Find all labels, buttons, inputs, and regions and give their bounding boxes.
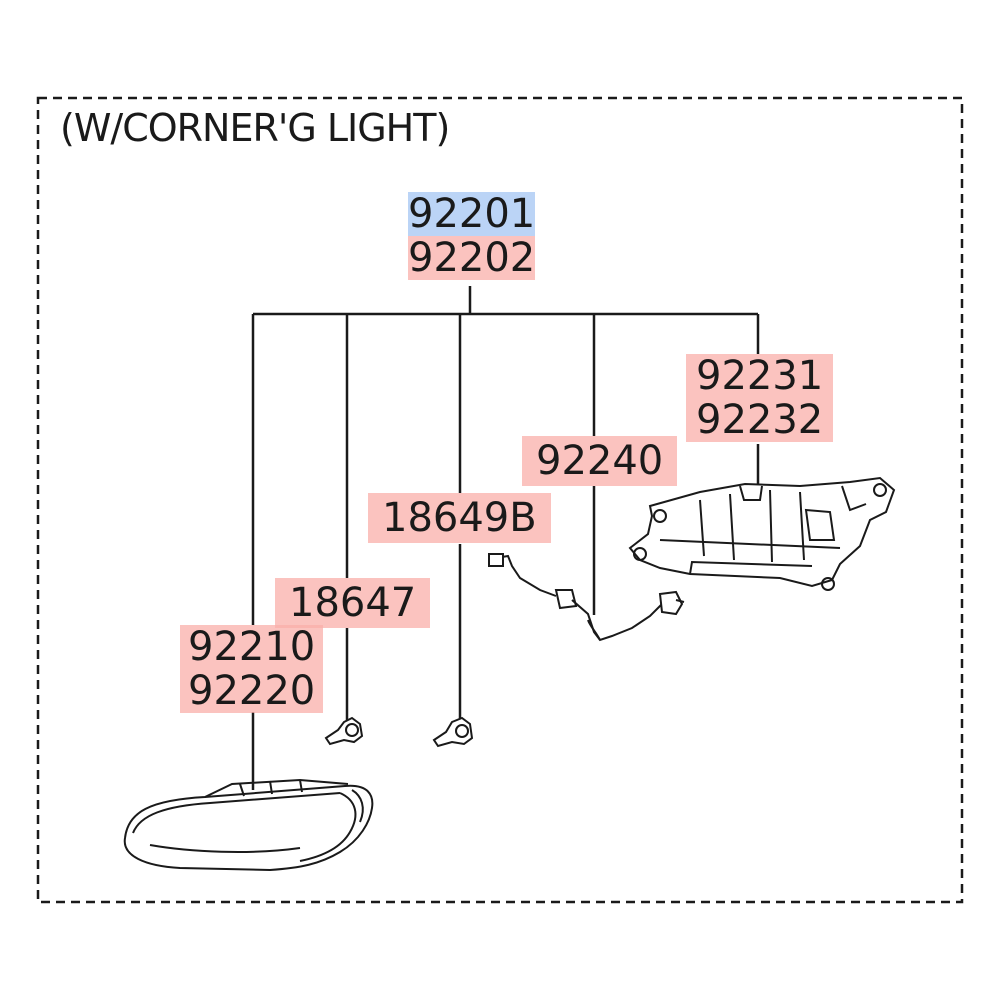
bulb-18647-drawing bbox=[324, 716, 364, 746]
corner-lamp-drawing bbox=[628, 476, 896, 591]
callout-92231-92232[interactable]: 92231 92232 bbox=[686, 354, 834, 442]
part-number-92210[interactable]: 92210 bbox=[180, 625, 324, 669]
part-number-92201[interactable]: 92201 bbox=[408, 191, 536, 237]
bulb-18649b-drawing bbox=[432, 716, 474, 748]
callout-92240[interactable]: 92240 bbox=[522, 436, 678, 486]
wiring-harness-drawing bbox=[488, 553, 685, 642]
callout-92201-92202[interactable]: 92201 92202 bbox=[398, 192, 545, 280]
part-number-18647[interactable]: 18647 bbox=[289, 580, 417, 626]
dashed-frame bbox=[36, 96, 964, 904]
callout-18647[interactable]: 18647 bbox=[275, 578, 431, 628]
callout-92210-92220[interactable]: 92210 92220 bbox=[180, 625, 324, 713]
part-number-92202[interactable]: 92202 bbox=[408, 235, 536, 281]
diagram-title: (W/CORNER'G LIGHT) bbox=[60, 106, 450, 150]
callout-18649b[interactable]: 18649B bbox=[368, 493, 551, 543]
headlamp-assembly-drawing bbox=[123, 778, 374, 872]
part-number-92240[interactable]: 92240 bbox=[536, 438, 664, 484]
part-number-92232[interactable]: 92232 bbox=[686, 398, 834, 442]
part-number-92231[interactable]: 92231 bbox=[686, 354, 834, 398]
part-number-18649b[interactable]: 18649B bbox=[382, 495, 537, 541]
leader-lines bbox=[251, 286, 760, 790]
part-number-92220[interactable]: 92220 bbox=[180, 669, 324, 713]
